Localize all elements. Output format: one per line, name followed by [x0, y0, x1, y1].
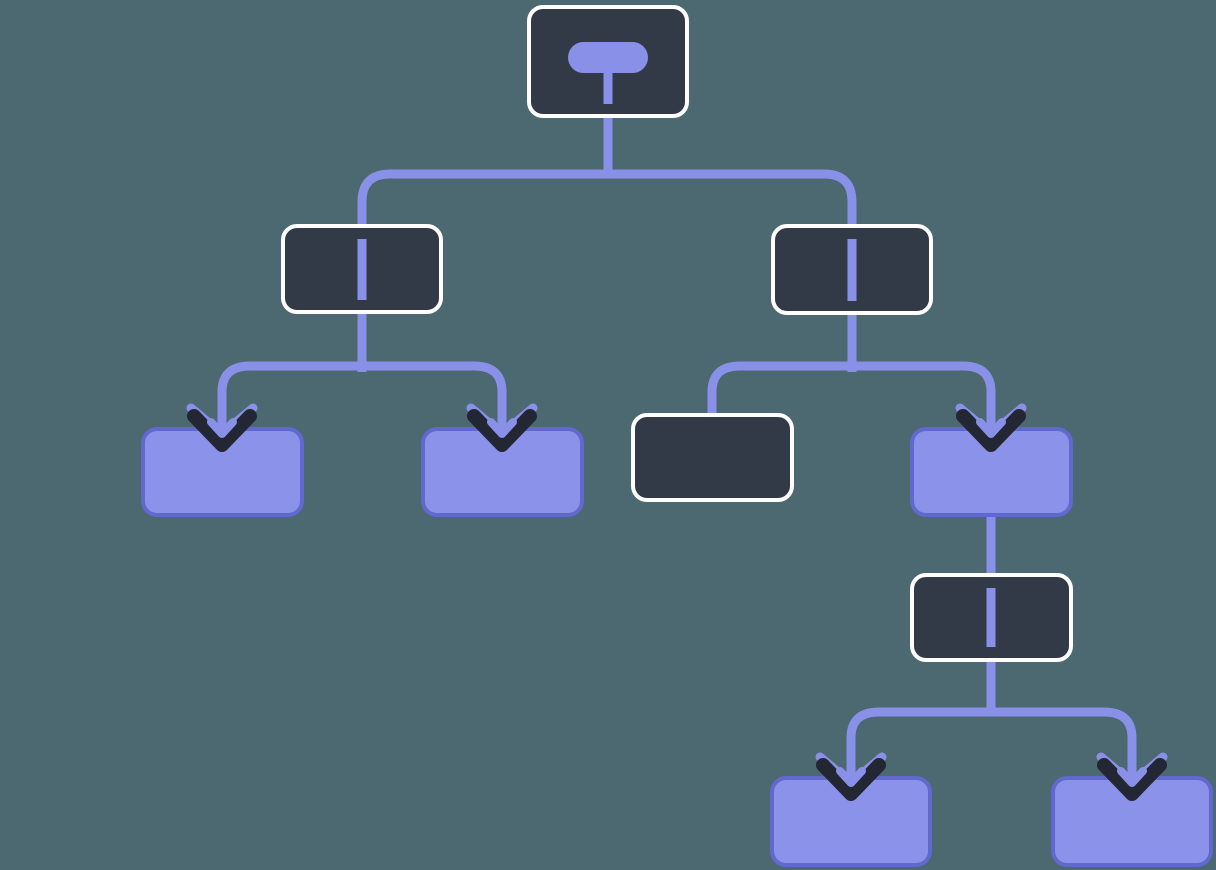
arrow-tip — [976, 418, 1006, 438]
arrow-into-leaf-bottom-b — [1096, 740, 1168, 801]
edge-root-split — [357, 169, 857, 230]
arrowhead-dark-chevron — [187, 409, 257, 452]
arrowhead-dark-chevron — [816, 758, 886, 801]
root-pill-icon — [568, 42, 648, 104]
node-branch-right — [771, 224, 933, 315]
root-pill-shape — [568, 42, 648, 73]
edge-layer — [217, 116, 1137, 746]
edge-branch-left-split — [217, 361, 507, 398]
edge-branch-bottom-split — [846, 707, 1137, 746]
node-branch-left — [281, 224, 443, 314]
arrowhead-dark-chevron — [467, 409, 537, 452]
edge-branch-right-split — [707, 361, 996, 419]
arrow-tip — [836, 767, 866, 787]
arrow-tip — [487, 418, 517, 438]
node-branch-bottom — [910, 573, 1073, 662]
arrow-into-leaf-left-b — [466, 390, 538, 452]
arrow-into-leaf-right — [955, 390, 1027, 452]
arrowhead-dark-chevron — [1097, 758, 1167, 801]
node-dark-leaf-right — [631, 413, 794, 502]
arrow-layer — [186, 390, 1168, 801]
arrowhead-dark-chevron — [956, 409, 1026, 452]
node-root — [527, 5, 689, 118]
arrow-tip — [207, 418, 237, 438]
node-dark-leaf-right-box — [631, 413, 794, 502]
node-layer — [141, 5, 1213, 867]
arrow-into-leaf-bottom-a — [815, 740, 887, 801]
arrow-into-leaf-left-a — [186, 390, 258, 452]
arrow-tip — [1117, 767, 1147, 787]
